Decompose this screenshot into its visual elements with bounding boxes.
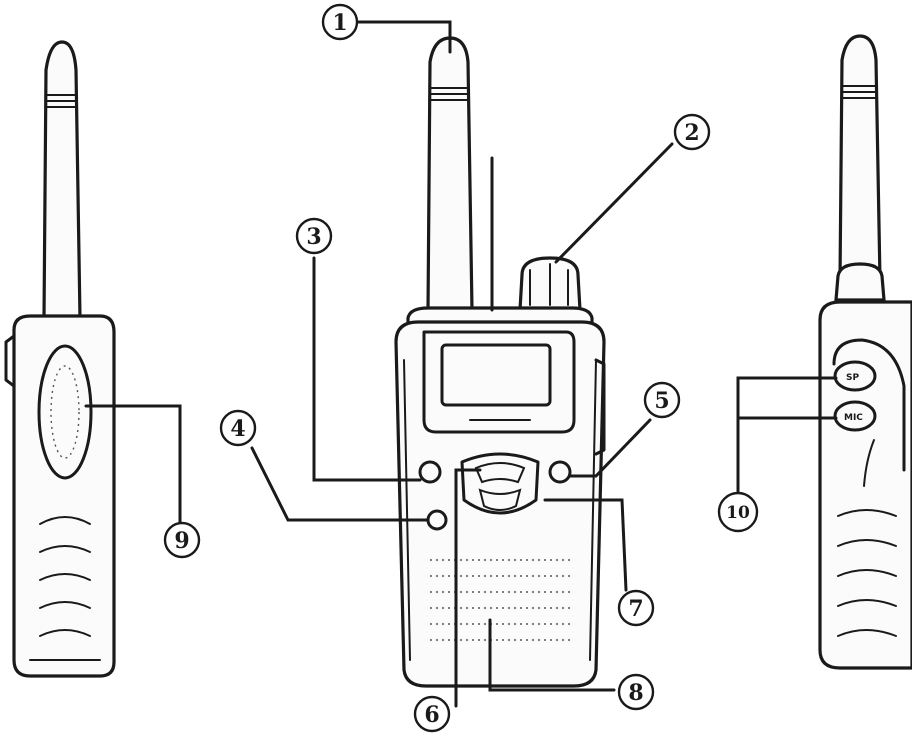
lcd-display xyxy=(440,343,552,407)
left-grip-ridges xyxy=(39,516,91,637)
mic-jack[interactable] xyxy=(833,400,877,432)
leader-3 xyxy=(312,256,422,482)
antenna xyxy=(426,36,474,312)
nav-pad[interactable] xyxy=(460,452,540,515)
callout-5-label: 5 xyxy=(654,388,669,414)
leader-10 xyxy=(736,376,838,494)
callout-5: 5 xyxy=(643,381,681,419)
front-view-radio xyxy=(394,36,606,688)
down-button[interactable] xyxy=(478,488,522,511)
callout-2: 2 xyxy=(673,113,711,151)
left-side-view-radio xyxy=(4,40,116,678)
callout-3: 3 xyxy=(295,217,333,255)
speaker-jack[interactable] xyxy=(833,360,877,392)
callout-1-label: 1 xyxy=(332,10,347,36)
up-button[interactable] xyxy=(474,462,526,484)
leader-9 xyxy=(84,404,182,527)
speaker-jack-label: SP xyxy=(846,373,859,383)
callout-4: 4 xyxy=(219,409,257,447)
callout-7: 7 xyxy=(617,589,655,627)
callout-2-label: 2 xyxy=(684,120,699,146)
leader-5 xyxy=(568,418,652,478)
callout-9-label: 9 xyxy=(174,528,189,554)
callout-6: 6 xyxy=(413,695,451,733)
leader-2 xyxy=(554,142,674,264)
lcd-bezel xyxy=(422,330,576,434)
callout-6-label: 6 xyxy=(424,702,439,728)
right-button[interactable] xyxy=(548,460,572,484)
leader-8 xyxy=(488,618,616,692)
leader-4 xyxy=(250,446,430,522)
leader-1 xyxy=(356,20,452,54)
callout-8: 8 xyxy=(617,673,655,711)
callout-8-label: 8 xyxy=(628,680,643,706)
leader-lines xyxy=(84,20,838,708)
side-speaker-grille xyxy=(37,344,93,480)
callout-4-label: 4 xyxy=(230,416,245,442)
callout-10: 10 xyxy=(717,491,759,533)
right-side-view-radio: SP MIC xyxy=(818,34,912,670)
leader-6 xyxy=(454,468,482,708)
callout-9: 9 xyxy=(163,521,201,559)
callout-1: 1 xyxy=(321,3,359,41)
right-grip-ridges xyxy=(837,509,897,637)
left-button[interactable] xyxy=(418,460,442,484)
mic-jack-label: MIC xyxy=(844,413,863,423)
callout-3-label: 3 xyxy=(306,224,321,250)
callout-7-label: 7 xyxy=(628,596,643,622)
callout-10-label: 10 xyxy=(726,503,750,523)
leader-7 xyxy=(543,498,628,592)
